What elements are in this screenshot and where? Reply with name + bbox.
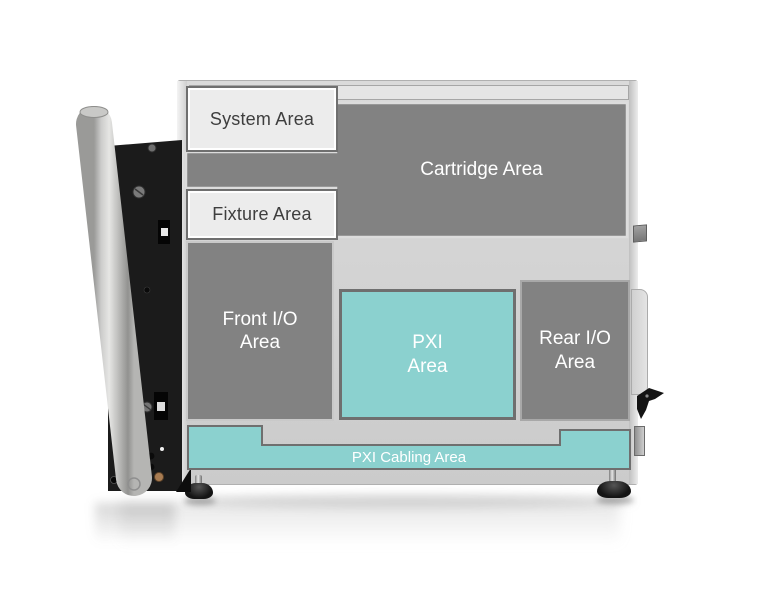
fixture-area-box: Fixture Area — [188, 191, 336, 238]
copper-bushing — [154, 472, 164, 482]
leveling-foot-left — [185, 483, 213, 499]
screw-slot — [134, 188, 144, 196]
rear-io-area-box: Rear I/O Area — [520, 280, 630, 421]
plate-reflection — [95, 503, 175, 551]
rear-io-area-label-line1: Rear I/O — [539, 328, 611, 350]
pxi-area-label-line2: Area — [407, 355, 448, 377]
screw-slot — [142, 403, 152, 411]
system-area-box: System Area — [188, 88, 336, 150]
side-rail — [634, 426, 645, 456]
plate-hole — [143, 286, 151, 294]
foot-shadow-left — [184, 497, 216, 505]
equipment-handle — [76, 106, 152, 496]
fixture-area-label: Fixture Area — [212, 204, 312, 224]
leveling-stud-right — [609, 467, 616, 483]
handle-top-cap — [79, 106, 109, 118]
plate-slot-tab — [157, 402, 165, 411]
floor-reflection — [120, 502, 620, 557]
front-io-area-box: Front I/O Area — [186, 241, 334, 421]
screw-detail — [147, 143, 157, 153]
corner-wedge — [176, 468, 191, 492]
handle-end-screw — [127, 477, 141, 491]
foot-shadow-right — [596, 496, 634, 504]
front-io-area-label-line2: Area — [239, 332, 281, 353]
cartridge-area-shape — [184, 101, 629, 239]
leveling-foot-right — [597, 481, 631, 498]
lever-pin — [645, 394, 649, 398]
pxi-cabling-area-shape — [187, 425, 631, 470]
machine-right-edge — [629, 81, 638, 484]
plate-highlight — [160, 447, 164, 451]
rear-io-area-label-line2: Area — [554, 351, 596, 373]
release-lever — [637, 388, 664, 419]
pxi-area-label-line1: PXI — [412, 332, 443, 354]
plate-slot-tab — [161, 228, 168, 236]
leveling-stud-left — [195, 475, 202, 485]
pxi-area-box: PXI Area — [339, 289, 516, 420]
system-area-label: System Area — [209, 108, 315, 129]
front-io-area-label-line1: Front I/O — [222, 308, 298, 330]
machine-shadow — [182, 495, 634, 507]
